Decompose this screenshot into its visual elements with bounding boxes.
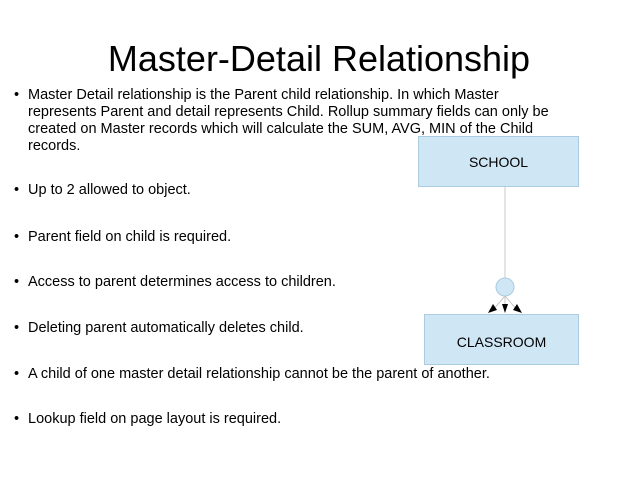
bullet-marker: • — [14, 411, 20, 427]
bullet-text: Up to 2 allowed to object. — [28, 182, 191, 198]
bullet-text: A child of one master detail relationshi… — [28, 366, 490, 382]
bullet-text: Master Detail relationship is the Parent… — [28, 87, 549, 154]
bullet-text: Lookup field on page layout is required. — [28, 411, 282, 427]
slide-title: Master-Detail Relationship — [107, 38, 531, 79]
bullet-text: Deleting parent automatically deletes ch… — [28, 320, 304, 336]
bullet-marker: • — [14, 320, 20, 336]
bullet-marker: • — [14, 229, 20, 245]
bullet-text: Parent field on child is required. — [28, 229, 232, 245]
bullet-marker: • — [14, 274, 20, 290]
bullet-marker: • — [14, 182, 20, 198]
bullet-marker: • — [14, 366, 20, 382]
bullet-text: Access to parent determines access to ch… — [28, 274, 336, 290]
bullet-marker: • — [14, 87, 20, 103]
